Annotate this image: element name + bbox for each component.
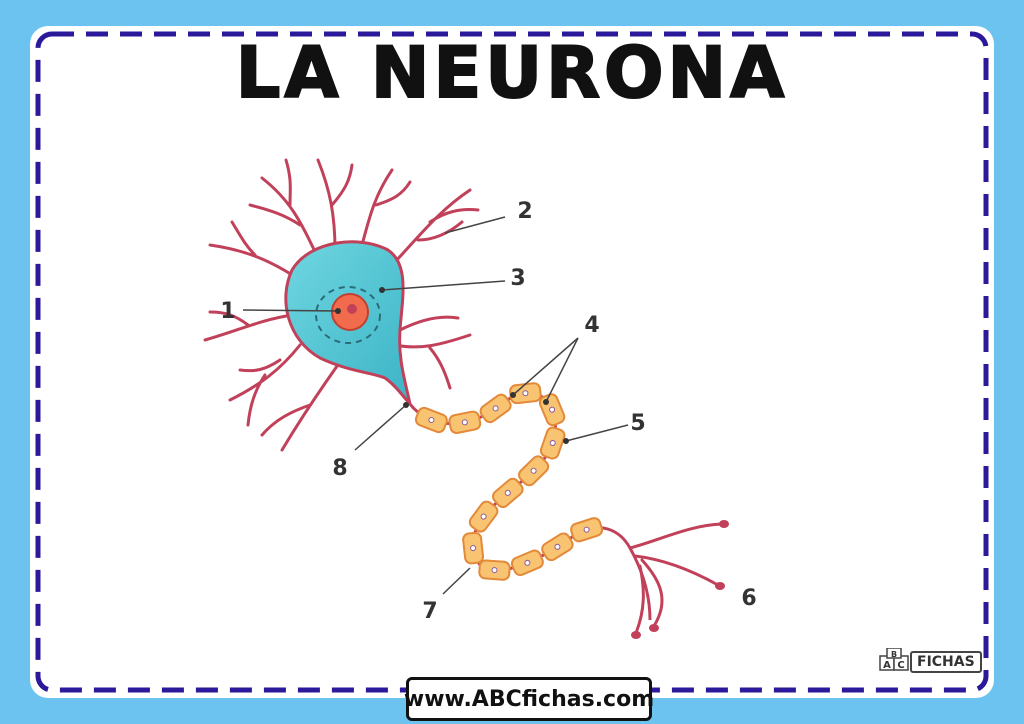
myelin-segment <box>510 549 544 577</box>
worksheet-card <box>30 26 994 698</box>
axon <box>408 391 652 621</box>
myelin-segment <box>479 393 512 424</box>
myelin-segment <box>414 406 448 434</box>
page-title: LA NEURONA <box>235 31 789 115</box>
myelin-segment <box>468 500 499 533</box>
logo-text: FICHAS <box>910 651 982 673</box>
myelin-segment <box>448 410 482 435</box>
label-8: 8 <box>332 456 347 481</box>
abcfichas-logo: A B C FICHAS <box>878 648 982 676</box>
label-2: 2 <box>517 199 532 224</box>
label-4: 4 <box>584 313 599 338</box>
svg-text:A: A <box>883 660 891 671</box>
myelin-segment <box>462 531 485 565</box>
label-1: 1 <box>220 299 235 324</box>
myelin-segment <box>478 559 511 581</box>
myelin-segment <box>518 455 550 487</box>
label-3: 3 <box>510 266 525 291</box>
myelin-segment <box>570 517 604 543</box>
label-7: 7 <box>422 599 437 624</box>
label-5: 5 <box>630 411 645 436</box>
axon-terminals <box>628 522 724 635</box>
myelin-segment <box>539 426 566 460</box>
svg-text:B: B <box>891 650 897 659</box>
leader-dots <box>335 287 569 444</box>
website-link[interactable]: www.ABCfichas.com <box>404 677 654 721</box>
myelin-segment <box>538 393 566 427</box>
svg-text:C: C <box>897 660 904 671</box>
letter-blocks-icon: A B C <box>879 648 909 671</box>
myelin-segment <box>541 532 574 562</box>
dendrites <box>203 158 480 452</box>
myelin-segment <box>492 477 524 509</box>
terminal-buttons <box>631 520 729 639</box>
myelin-sheath <box>414 382 604 581</box>
label-6: 6 <box>741 586 756 611</box>
nucleus-dashed-outline <box>315 286 381 344</box>
leader-lines <box>242 216 629 595</box>
nucleolus <box>347 304 357 314</box>
